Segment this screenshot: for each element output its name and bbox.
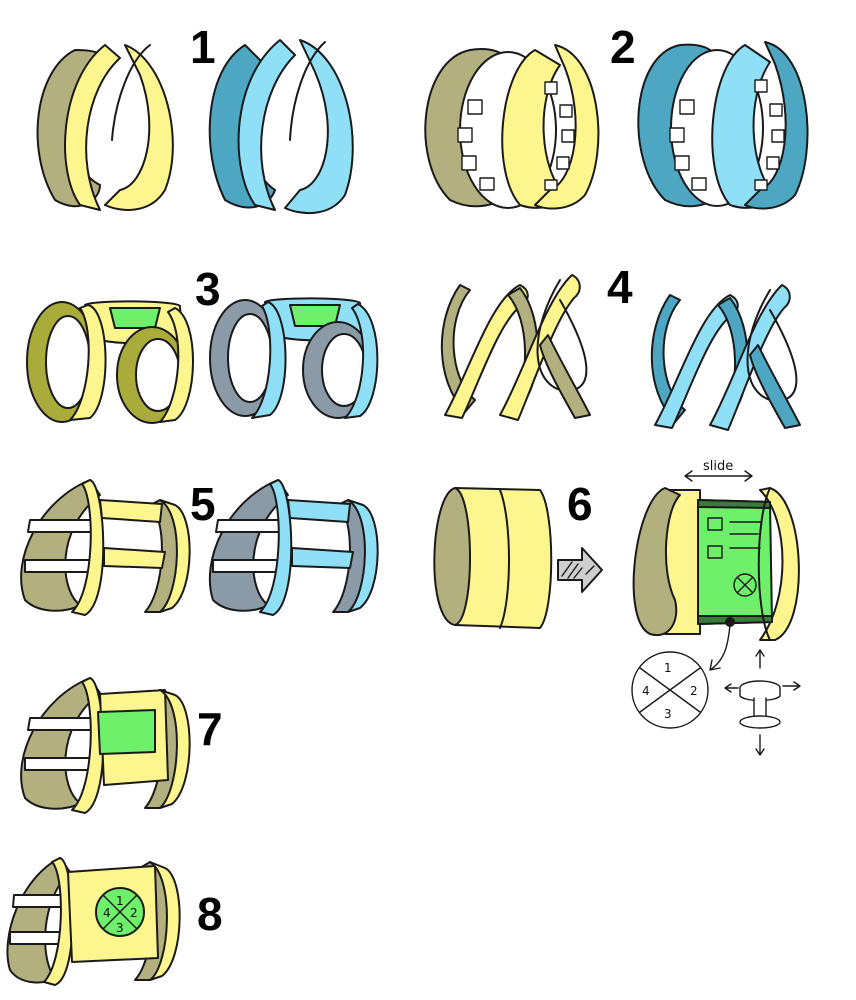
joystick-knob-icon xyxy=(724,649,801,756)
concept-3-olive-yellow-bracelet-with-screen xyxy=(26,300,194,424)
arrow-right-icon xyxy=(557,547,603,593)
screen-dial-quadrant-4: 4 xyxy=(103,906,111,920)
concept-2-olive-yellow-perforated-rings xyxy=(424,44,600,210)
step-number-5: 5 xyxy=(190,478,216,530)
step-number-2: 2 xyxy=(610,21,636,73)
dial-quadrant-3: 3 xyxy=(664,707,672,721)
concept-8-cage-with-dial-screen: 1 2 3 4 xyxy=(6,857,181,986)
dial-quadrant-1: 1 xyxy=(664,661,672,675)
concept-6-closed-cuff xyxy=(433,487,553,629)
concept-5-olive-yellow-cage xyxy=(20,479,191,616)
concept-2-blue-perforated-rings xyxy=(637,41,809,210)
concept-5-blue-cage xyxy=(208,479,379,616)
step-number-7: 7 xyxy=(197,703,223,755)
dial-quadrant-2: 2 xyxy=(690,684,698,698)
concept-1-olive-yellow-loops xyxy=(36,44,174,211)
screen-dial-quadrant-1: 1 xyxy=(116,894,124,908)
step-number-4: 4 xyxy=(607,261,633,313)
rotary-dial-detail: 1 2 3 4 xyxy=(631,617,735,729)
concept-1-blue-loops xyxy=(208,39,354,215)
concept-7-cage-with-screen xyxy=(20,677,191,814)
concept-4-blue-twisted-strap xyxy=(650,284,801,431)
concept-6-open-cuff-with-display xyxy=(632,487,800,641)
step-number-3: 3 xyxy=(195,263,221,315)
concept-4-olive-yellow-twisted-strap xyxy=(440,274,591,421)
concept-3-blue-bracelet-with-screen xyxy=(209,297,379,419)
step-number-6: 6 xyxy=(567,478,593,530)
screen-dial-quadrant-3: 3 xyxy=(116,921,124,935)
slide-indicator-arrow: slide xyxy=(684,459,753,482)
step-number-8: 8 xyxy=(197,888,223,940)
dial-quadrant-4: 4 xyxy=(642,684,650,698)
step-number-1: 1 xyxy=(190,21,216,73)
screen-dial-quadrant-2: 2 xyxy=(130,906,138,920)
slide-label: slide xyxy=(703,459,733,474)
